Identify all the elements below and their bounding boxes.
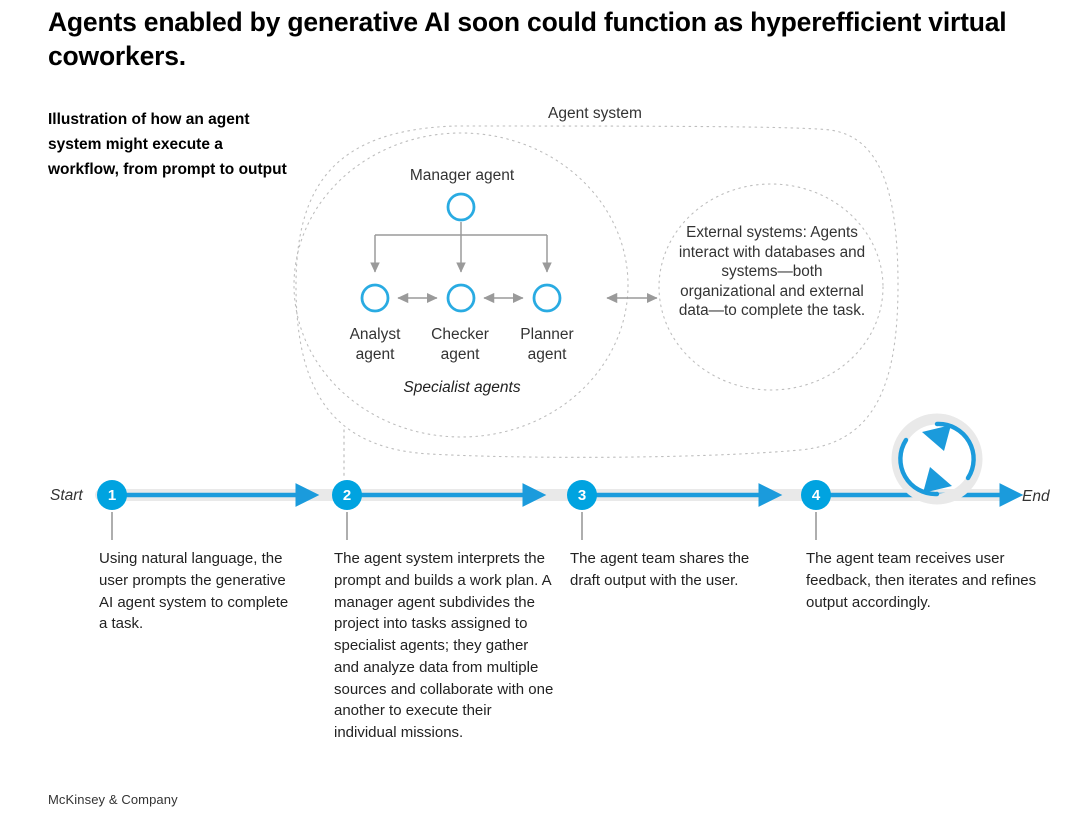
timeline-caption-1: Using natural language, the user prompts… [99,550,289,633]
timeline-node-2[interactable]: 2 [332,480,362,510]
footer-brand: McKinsey & Company [48,792,178,807]
external-systems-boundary [658,183,884,391]
checker-agent-node [446,283,476,313]
manager-agent-node [446,192,476,222]
analyst-agent-name: Analyst [349,326,401,343]
agent-nodes [360,192,562,313]
timeline-caption-2: The agent system interprets the prompt a… [334,550,554,741]
checker-agent-suffix: agent [440,346,480,364]
analyst-agent-label: Analyst agent [325,325,425,365]
planner-agent-suffix: agent [527,346,567,364]
analyst-agent-suffix: agent [355,346,395,364]
manager-agent-label: Manager agent [409,167,515,184]
timeline-node-3[interactable]: 3 [567,480,597,510]
checker-agent-label: Checker agent [410,325,510,365]
refresh-loop-icon [891,413,983,505]
analyst-agent-node [360,283,390,313]
page-title: Agents enabled by generative AI soon cou… [48,7,1007,72]
checker-agent-name: Checker [431,326,489,343]
timeline-step-ticks [111,512,817,540]
timeline-start-label: Start [50,487,83,504]
planner-agent-name: Planner [520,326,574,343]
specialist-group-boundary [293,132,629,438]
timeline-caption-3: The agent team shares the draft output w… [570,550,750,589]
timeline-node-1[interactable]: 1 [97,480,127,510]
agent-system-label: Agent system [548,105,642,122]
specialist-agents-label: Specialist agents [403,379,521,396]
deck-subtitle: Illustration of how an agent system migh… [48,111,287,179]
timeline-node-4[interactable]: 4 [801,480,831,510]
timeline-end-label: End [1022,488,1050,505]
timeline-caption-4: The agent team receives user feedback, t… [806,550,1037,611]
planner-agent-node [532,283,562,313]
planner-agent-label: Planner agent [497,325,597,365]
timeline-track [95,489,1015,501]
external-systems-text: External systems: Agents interact with d… [678,224,866,320]
manager-to-specialists-connectors [370,222,552,273]
